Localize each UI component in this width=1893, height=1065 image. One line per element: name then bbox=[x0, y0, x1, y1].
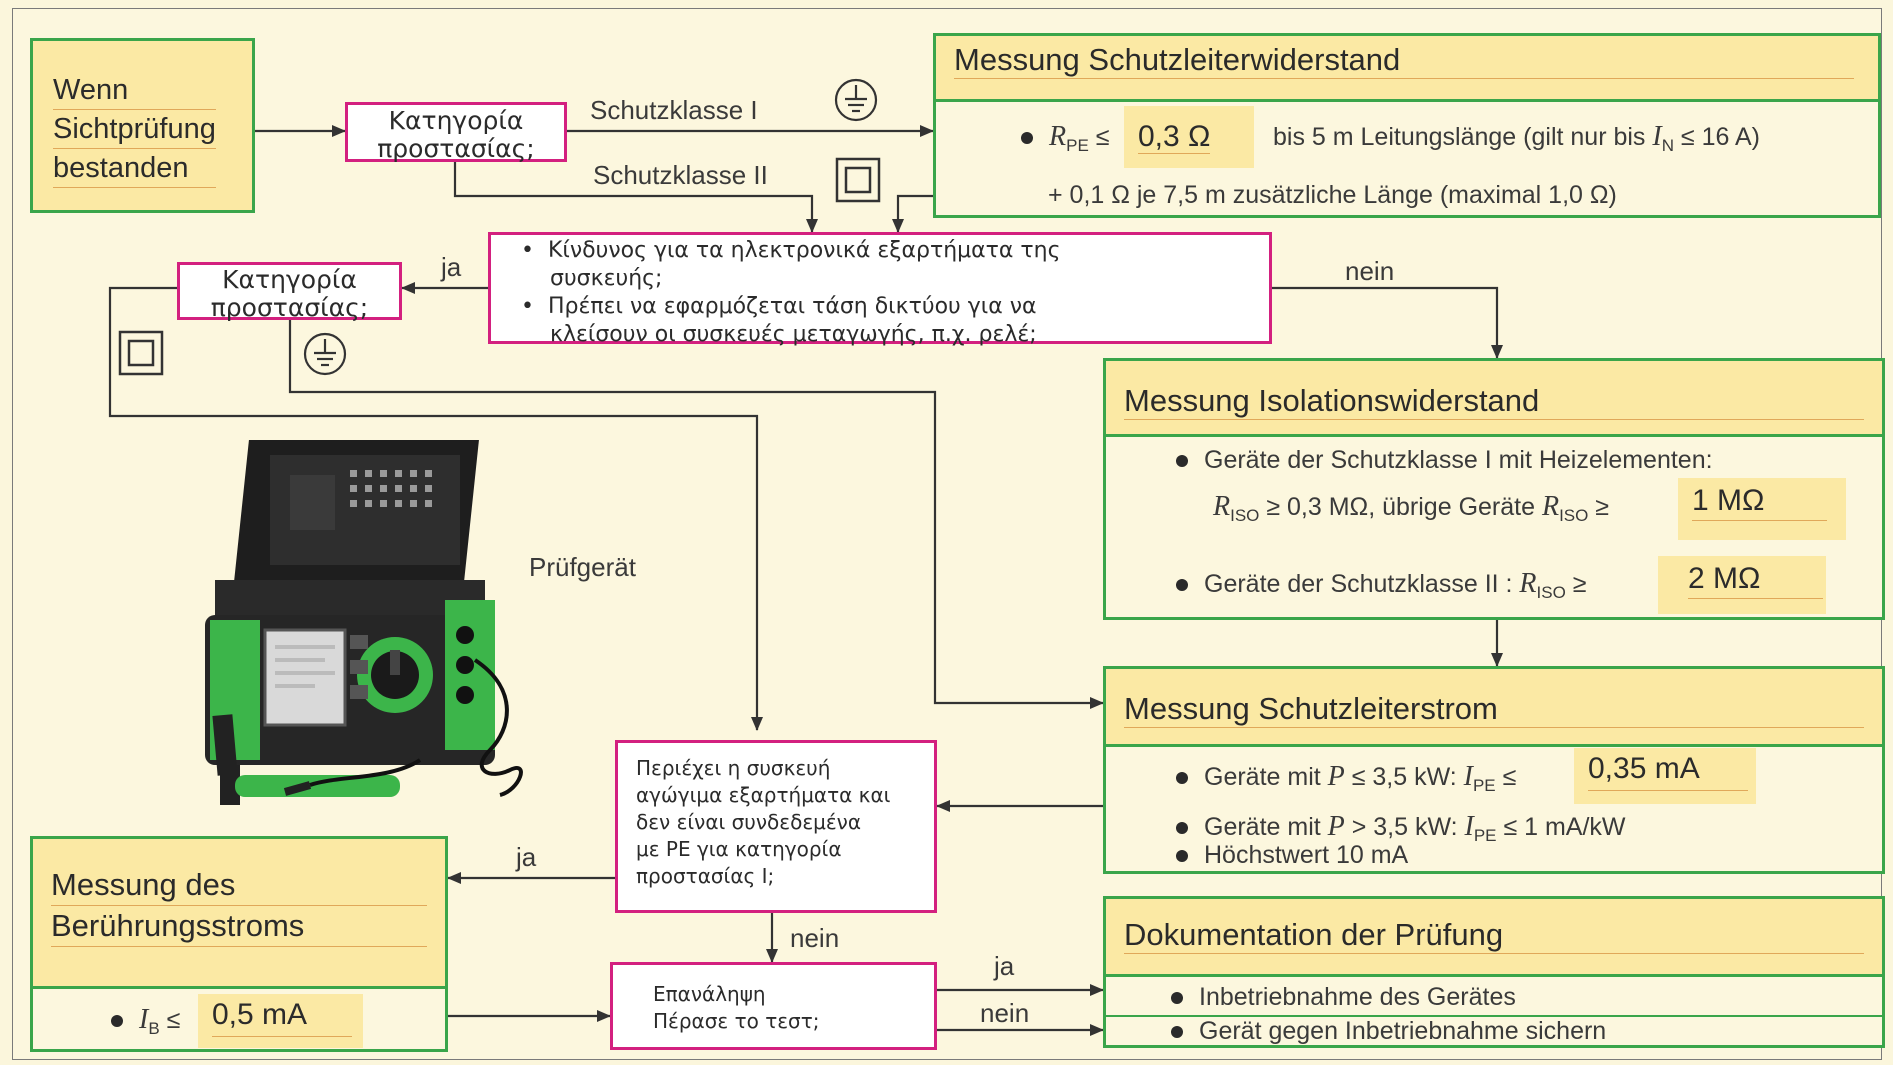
label-ja-1: ja bbox=[441, 252, 462, 282]
label-ja-3: ja bbox=[994, 951, 1015, 981]
tester-device-photo bbox=[205, 440, 523, 805]
bullet-icon bbox=[1021, 132, 1033, 145]
sls-line-2: Geräte mit P > 3,5 kW: IPE ≤ 1 mA/kW bbox=[1176, 811, 1626, 846]
beruehrungsstrom-title: Messung des Berührungsstroms bbox=[33, 839, 445, 989]
bullet-icon bbox=[1176, 850, 1188, 863]
conductive-line-4: με PE για κατηγορία bbox=[636, 837, 842, 861]
bullet-icon bbox=[1171, 1026, 1183, 1039]
danger-question-box: • Κίνδυνος για τα ηλεκτρονικά εξαρτήματα… bbox=[488, 232, 1272, 347]
dokumentation-title: Dokumentation der Prüfung bbox=[1106, 899, 1882, 977]
arrow-danger-nein bbox=[1272, 286, 1503, 359]
bullet-icon bbox=[1176, 822, 1188, 835]
earth-ground-icon bbox=[303, 332, 347, 376]
label-pruefgeraet: Prüfgerät bbox=[529, 552, 636, 582]
label-nein-2: nein bbox=[790, 923, 840, 953]
danger-bullet-2: • Πρέπει να εφαρμόζεται τάση δικτύου για… bbox=[521, 294, 1037, 319]
sls-line-3: Höchstwert 10 mA bbox=[1176, 841, 1408, 870]
arrow-class2-to-conductive bbox=[108, 286, 763, 731]
schutzleiterstrom-box: Messung Schutzleiterstrom Geräte mit P ≤… bbox=[1103, 666, 1885, 874]
category-q2-line1: Κατηγορία bbox=[222, 265, 357, 294]
bullet-icon bbox=[111, 1015, 123, 1028]
schutzleiterstrom-title: Messung Schutzleiterstrom bbox=[1106, 669, 1882, 747]
isolationswiderstand-title: Messung Isolationswiderstand bbox=[1106, 361, 1882, 437]
bs-value-tag: 0,5 mA bbox=[198, 994, 363, 1048]
category-q1-line1: Κατηγορία bbox=[388, 106, 524, 135]
schutzleiterwiderstand-box: Messung Schutzleiterwiderstand RPE ≤ 0,3… bbox=[933, 33, 1881, 218]
conductive-line-3: δεν είναι συνδεδεμένα bbox=[636, 810, 862, 834]
slw-line-2: + 0,1 Ω je 7,5 m zusätzliche Länge (maxi… bbox=[1048, 181, 1617, 209]
double-insulation-icon bbox=[118, 330, 164, 376]
start-box: Wenn Sichtprüfung bestanden bbox=[30, 38, 255, 213]
label-schutzklasse-2: Schutzklasse II bbox=[593, 160, 768, 190]
arrow-slw-to-danger bbox=[892, 194, 933, 233]
earth-ground-icon bbox=[834, 78, 878, 122]
danger-bullet-2b: κλείσουν οι συσκευές μεταγωγής, π.χ. ρελ… bbox=[550, 322, 1037, 347]
category-question-1: Κατηγορία προστασίας; bbox=[345, 102, 567, 163]
label-schutzklasse-1: Schutzklasse I bbox=[590, 95, 758, 125]
slw-line-1: RPE ≤ bbox=[1021, 121, 1109, 156]
label-ja-2: ja bbox=[516, 842, 537, 872]
conductive-line-1: Περιέχει η συσκευή bbox=[636, 756, 831, 780]
iso-line-1: Geräte der Schutzklasse I mit Heizelemen… bbox=[1176, 446, 1713, 475]
conductive-parts-question: Περιέχει η συσκευή αγώγιμα εξαρτήματα κα… bbox=[615, 740, 937, 913]
beruehrungsstrom-box: Messung des Berührungsstroms IB ≤ 0,5 mA bbox=[30, 836, 448, 1052]
repeat-test-question: Επανάληψη Πέρασε το τεστ; bbox=[610, 962, 937, 1050]
slw-line-1-text: bis 5 m Leitungslänge (gilt nur bis IN ≤… bbox=[1273, 121, 1760, 155]
bullet-icon bbox=[1176, 579, 1188, 592]
repeat-line-1: Επανάληψη bbox=[653, 982, 766, 1006]
danger-bullet-1: • Κίνδυνος για τα ηλεκτρονικά εξαρτήματα… bbox=[521, 238, 1061, 263]
conductive-line-2: αγώγιμα εξαρτήματα και bbox=[636, 783, 891, 807]
start-line-3: bestanden bbox=[53, 149, 216, 188]
label-nein-3: nein bbox=[980, 998, 1030, 1028]
category-q2-line2: προστασίας; bbox=[210, 293, 369, 322]
arrow-class2 bbox=[453, 160, 818, 233]
doku-line-2: Gerät gegen Inbetriebnahme sichern bbox=[1171, 1017, 1606, 1046]
danger-bullet-1b: συσκευής; bbox=[550, 266, 663, 291]
iso-line-2: RISO ≥ 0,3 MΩ, übrige Geräte RISO ≥ bbox=[1213, 491, 1610, 525]
conductive-line-5: προστασίας I; bbox=[636, 864, 775, 888]
repeat-line-2: Πέρασε το τεστ; bbox=[653, 1009, 820, 1033]
doku-line-1: Inbetriebnahme des Gerätes bbox=[1171, 983, 1516, 1012]
bullet-icon bbox=[1176, 772, 1188, 785]
bullet-icon bbox=[1176, 455, 1188, 468]
isolationswiderstand-box: Messung Isolationswiderstand Geräte der … bbox=[1103, 358, 1885, 620]
slw-value-tag: 0,3 Ω bbox=[1124, 106, 1254, 168]
sls-value-tag: 0,35 mA bbox=[1574, 748, 1756, 804]
double-insulation-icon bbox=[835, 157, 881, 203]
bullet-icon bbox=[1171, 992, 1183, 1005]
sls-line-1: Geräte mit P ≤ 3,5 kW: IPE ≤ bbox=[1176, 761, 1516, 796]
iso-value-tag-1: 1 MΩ bbox=[1678, 478, 1846, 540]
iso-line-3: Geräte der Schutzklasse II : RISO ≥ bbox=[1176, 568, 1587, 603]
start-line-1: Wenn bbox=[53, 71, 216, 110]
iso-value-tag-2: 2 MΩ bbox=[1658, 556, 1826, 614]
dokumentation-box: Dokumentation der Prüfung Inbetriebnahme… bbox=[1103, 896, 1885, 1048]
category-question-2: Κατηγορία προστασίας; bbox=[177, 262, 402, 322]
schutzleiterwiderstand-title: Messung Schutzleiterwiderstand bbox=[936, 36, 1878, 102]
category-q1-line2: προστασίας; bbox=[377, 134, 535, 163]
label-nein-1: nein bbox=[1345, 256, 1395, 286]
start-line-2: Sichtprüfung bbox=[53, 110, 216, 149]
bs-line-1: IB ≤ bbox=[111, 1004, 180, 1039]
arrow-class1-to-schutzleiterstrom bbox=[288, 318, 1104, 709]
